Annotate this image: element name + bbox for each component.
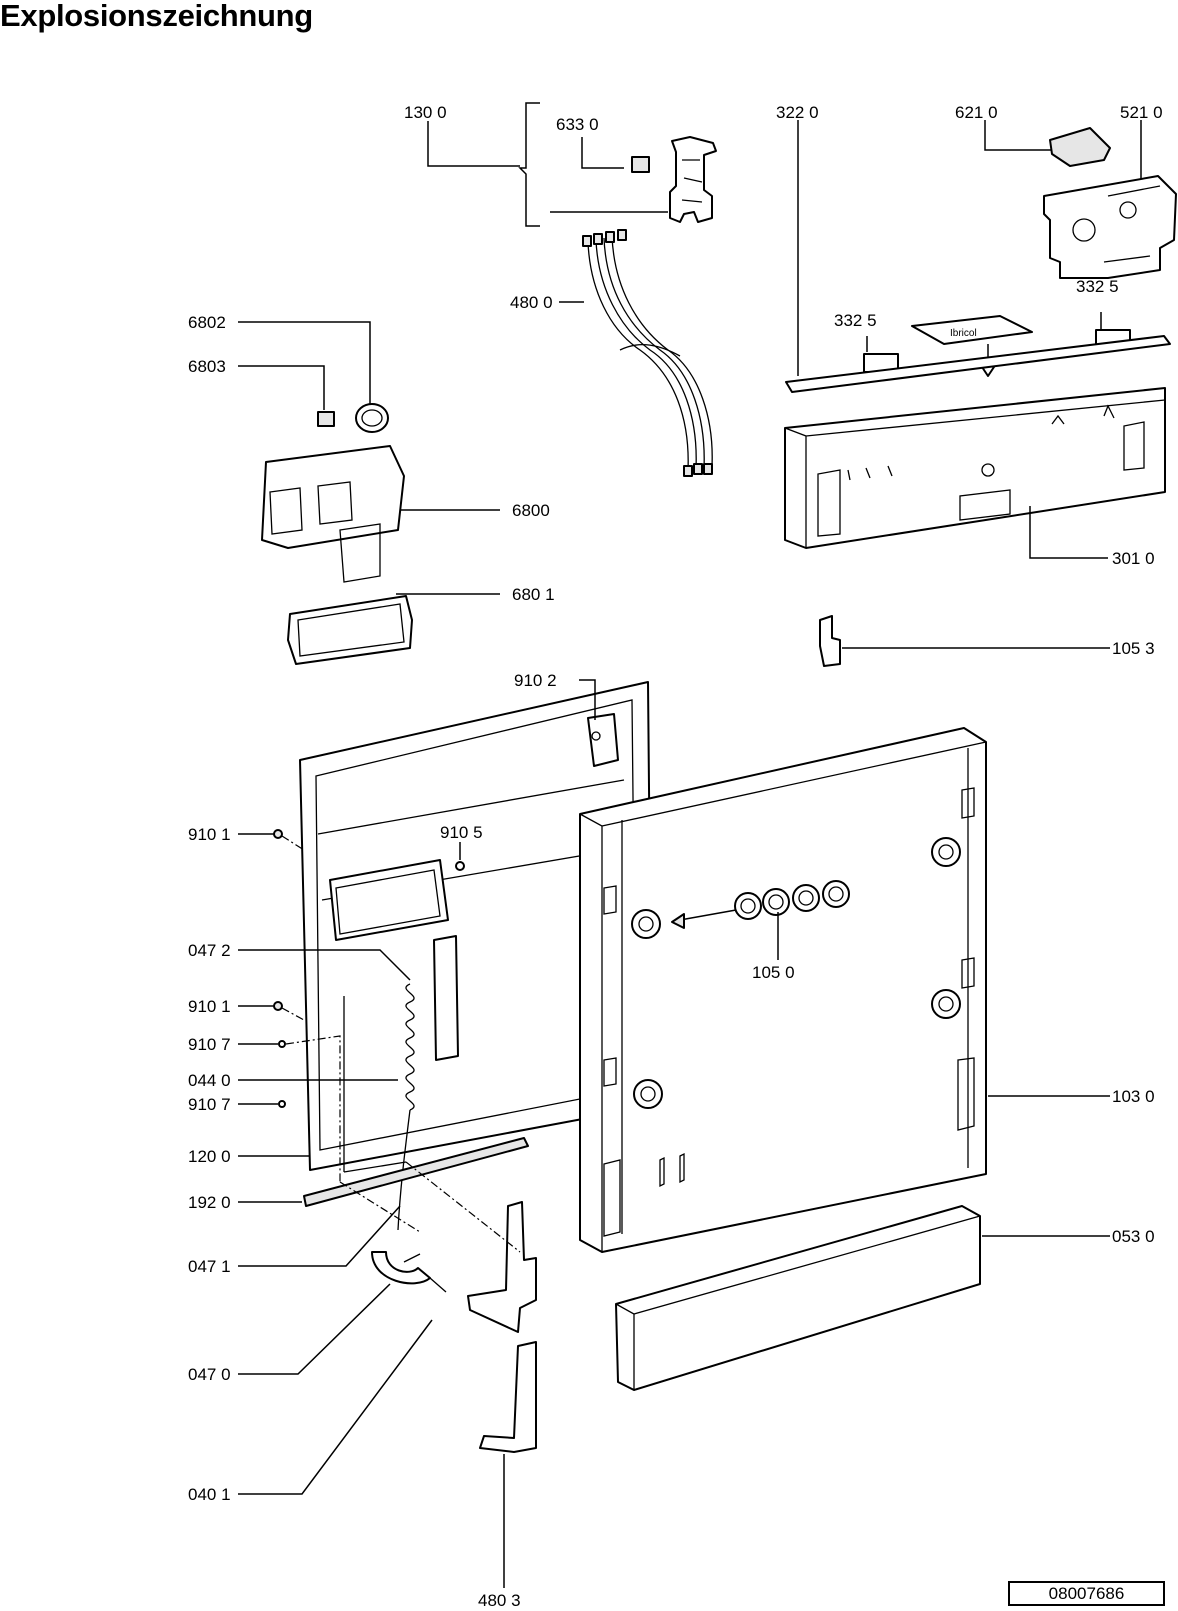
inner-door-group [238,679,653,1588]
part-label-047-0: 047 0 [188,1365,231,1384]
part-label-103-0: 103 0 [1112,1087,1155,1106]
part-label-047-2: 047 2 [188,941,231,960]
part-label-047-1: 047 1 [188,1257,231,1276]
kickplate-group [615,1205,1110,1391]
sticker-text: Ibricol [950,328,977,339]
part-label-521-0: 521 0 [1120,103,1163,122]
control-panel-part [784,387,1166,549]
bottom-strip-part [303,1137,529,1207]
part-label-910-5: 910 5 [440,823,483,842]
dispenser-group [238,321,500,665]
part-label-105-3: 105 3 [1112,639,1155,658]
document-number-box: 08007686 [1008,1581,1165,1606]
part-label-480-3: 480 3 [478,1591,521,1610]
part-label-053-0: 053 0 [1112,1227,1155,1246]
door-channel-part [433,935,459,1061]
dispenser-gasket-part [287,595,413,665]
bracket-1053 [819,615,1110,667]
direction-arrow-icon [671,913,685,929]
label-sticker-part [911,315,1033,345]
door-lock-group [427,102,717,227]
part-label-910-1-b: 910 1 [188,997,231,1016]
part-label-105-0: 105 0 [752,963,795,982]
part-label-680-1: 680 1 [512,585,555,604]
part-label-910-2: 910 2 [514,671,557,690]
part-label-332-5-a: 332 5 [834,311,877,330]
hinge-bracket-part [587,713,619,767]
wiring-harness [559,229,713,477]
part-label-130-0: 130 0 [404,103,447,122]
part-label-120-0: 120 0 [188,1147,231,1166]
part-label-6802: 6802 [188,313,226,332]
part-label-322-0: 322 0 [776,103,819,122]
hinge-plate-part [467,1201,537,1333]
control-electronics-group: Ibricol [784,120,1177,559]
page-title: Explosionszeichnung [0,0,313,33]
part-label-6803: 6803 [188,357,226,376]
seal-ring-part [355,403,389,433]
pulley-part [371,1251,431,1285]
part-label-910-1-a: 910 1 [188,825,231,844]
part-label-633-0: 633 0 [556,115,599,134]
foot-bracket-part [479,1341,537,1453]
dispenser-part [261,445,405,549]
part-label-040-1: 040 1 [188,1485,231,1504]
part-label-480-0: 480 0 [510,293,553,312]
part-label-6800: 6800 [512,501,550,520]
part-label-621-0: 621 0 [955,103,998,122]
electronic-module-part [1043,175,1177,279]
cover-strip-part [785,335,1171,393]
dispenser-lid-part [317,411,335,427]
part-label-044-0: 044 0 [188,1071,231,1090]
microswitch-part [631,156,650,173]
roller-set [631,837,961,1109]
outer-door-part [579,727,987,1253]
kickplate-part [615,1205,981,1391]
part-label-192-0: 192 0 [188,1193,231,1212]
spring-part [405,983,415,1111]
part-label-332-5-b: 332 5 [1076,277,1119,296]
part-label-910-7-a: 910 7 [188,1035,231,1054]
part-label-910-7-b: 910 7 [188,1095,231,1114]
outer-door-group [579,727,1110,1253]
programmer-part [1049,127,1111,167]
part-label-301-0: 301 0 [1112,549,1155,568]
part-labels: 130 0 633 0 322 0 621 0 521 0 480 0 332 … [188,103,1163,1610]
